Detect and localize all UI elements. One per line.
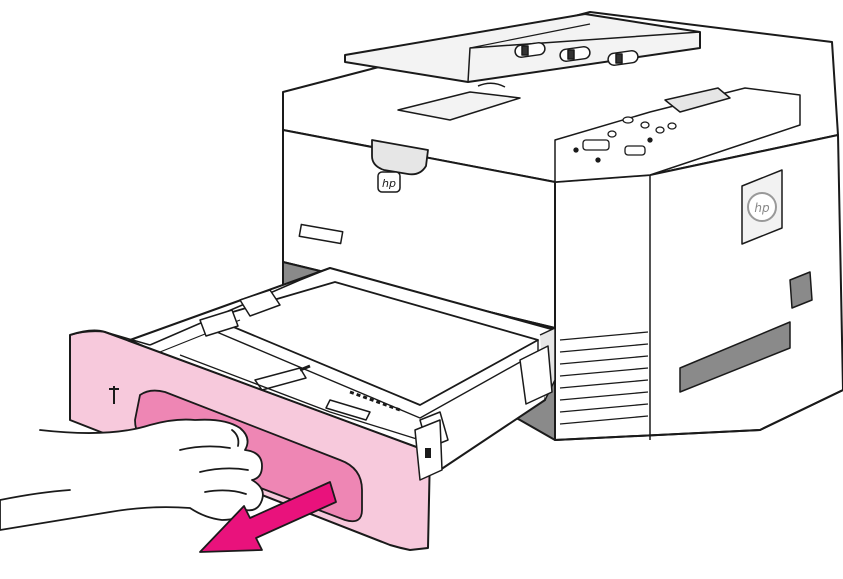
model-label-plate xyxy=(298,223,344,245)
hand-icon xyxy=(0,418,264,531)
pull-direction-arrow-icon xyxy=(199,481,337,553)
front-door-handle xyxy=(371,139,429,176)
side-vents xyxy=(559,331,649,425)
svg-text:hp: hp xyxy=(754,201,770,215)
paper-tray xyxy=(69,267,556,551)
control-panel-buttons-icon xyxy=(573,116,677,163)
control-panel xyxy=(554,87,801,183)
hp-logo-icon: hp xyxy=(377,171,401,193)
hand-arm xyxy=(0,418,264,531)
hp-logo-text: hp xyxy=(382,177,396,190)
lcd-display xyxy=(664,87,731,113)
side-hp-logo-icon: hp xyxy=(741,169,783,245)
output-rollers xyxy=(514,41,639,67)
